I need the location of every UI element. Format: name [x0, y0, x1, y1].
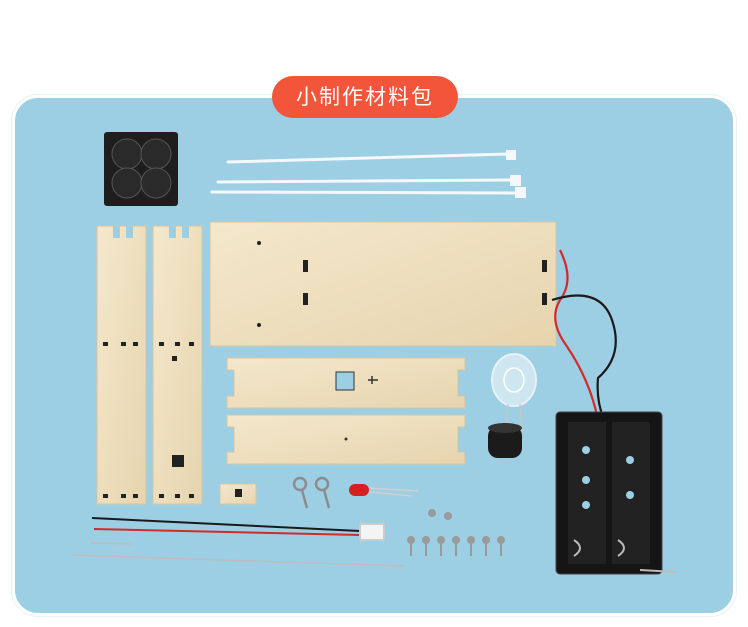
- battery-wires: [551, 249, 617, 421]
- wire-with-connector: [71, 517, 405, 567]
- small-wood-block: [219, 483, 257, 505]
- screws: [407, 509, 505, 556]
- eye-screws: [292, 476, 331, 509]
- wood-side-plate-left: [96, 225, 147, 505]
- title-badge: 小制作材料包: [272, 76, 458, 118]
- wood-side-plate-right: [152, 225, 203, 505]
- wood-base-board: [209, 221, 557, 347]
- wood-middle-plate-bottom: [226, 414, 466, 465]
- lens-cup: [491, 353, 537, 433]
- cable-ties: [210, 150, 526, 198]
- wood-middle-plate-top: [226, 357, 466, 409]
- red-led: [349, 484, 419, 497]
- buzzer: [488, 423, 522, 458]
- foam-pad: [104, 132, 178, 206]
- battery-holder: [555, 411, 677, 575]
